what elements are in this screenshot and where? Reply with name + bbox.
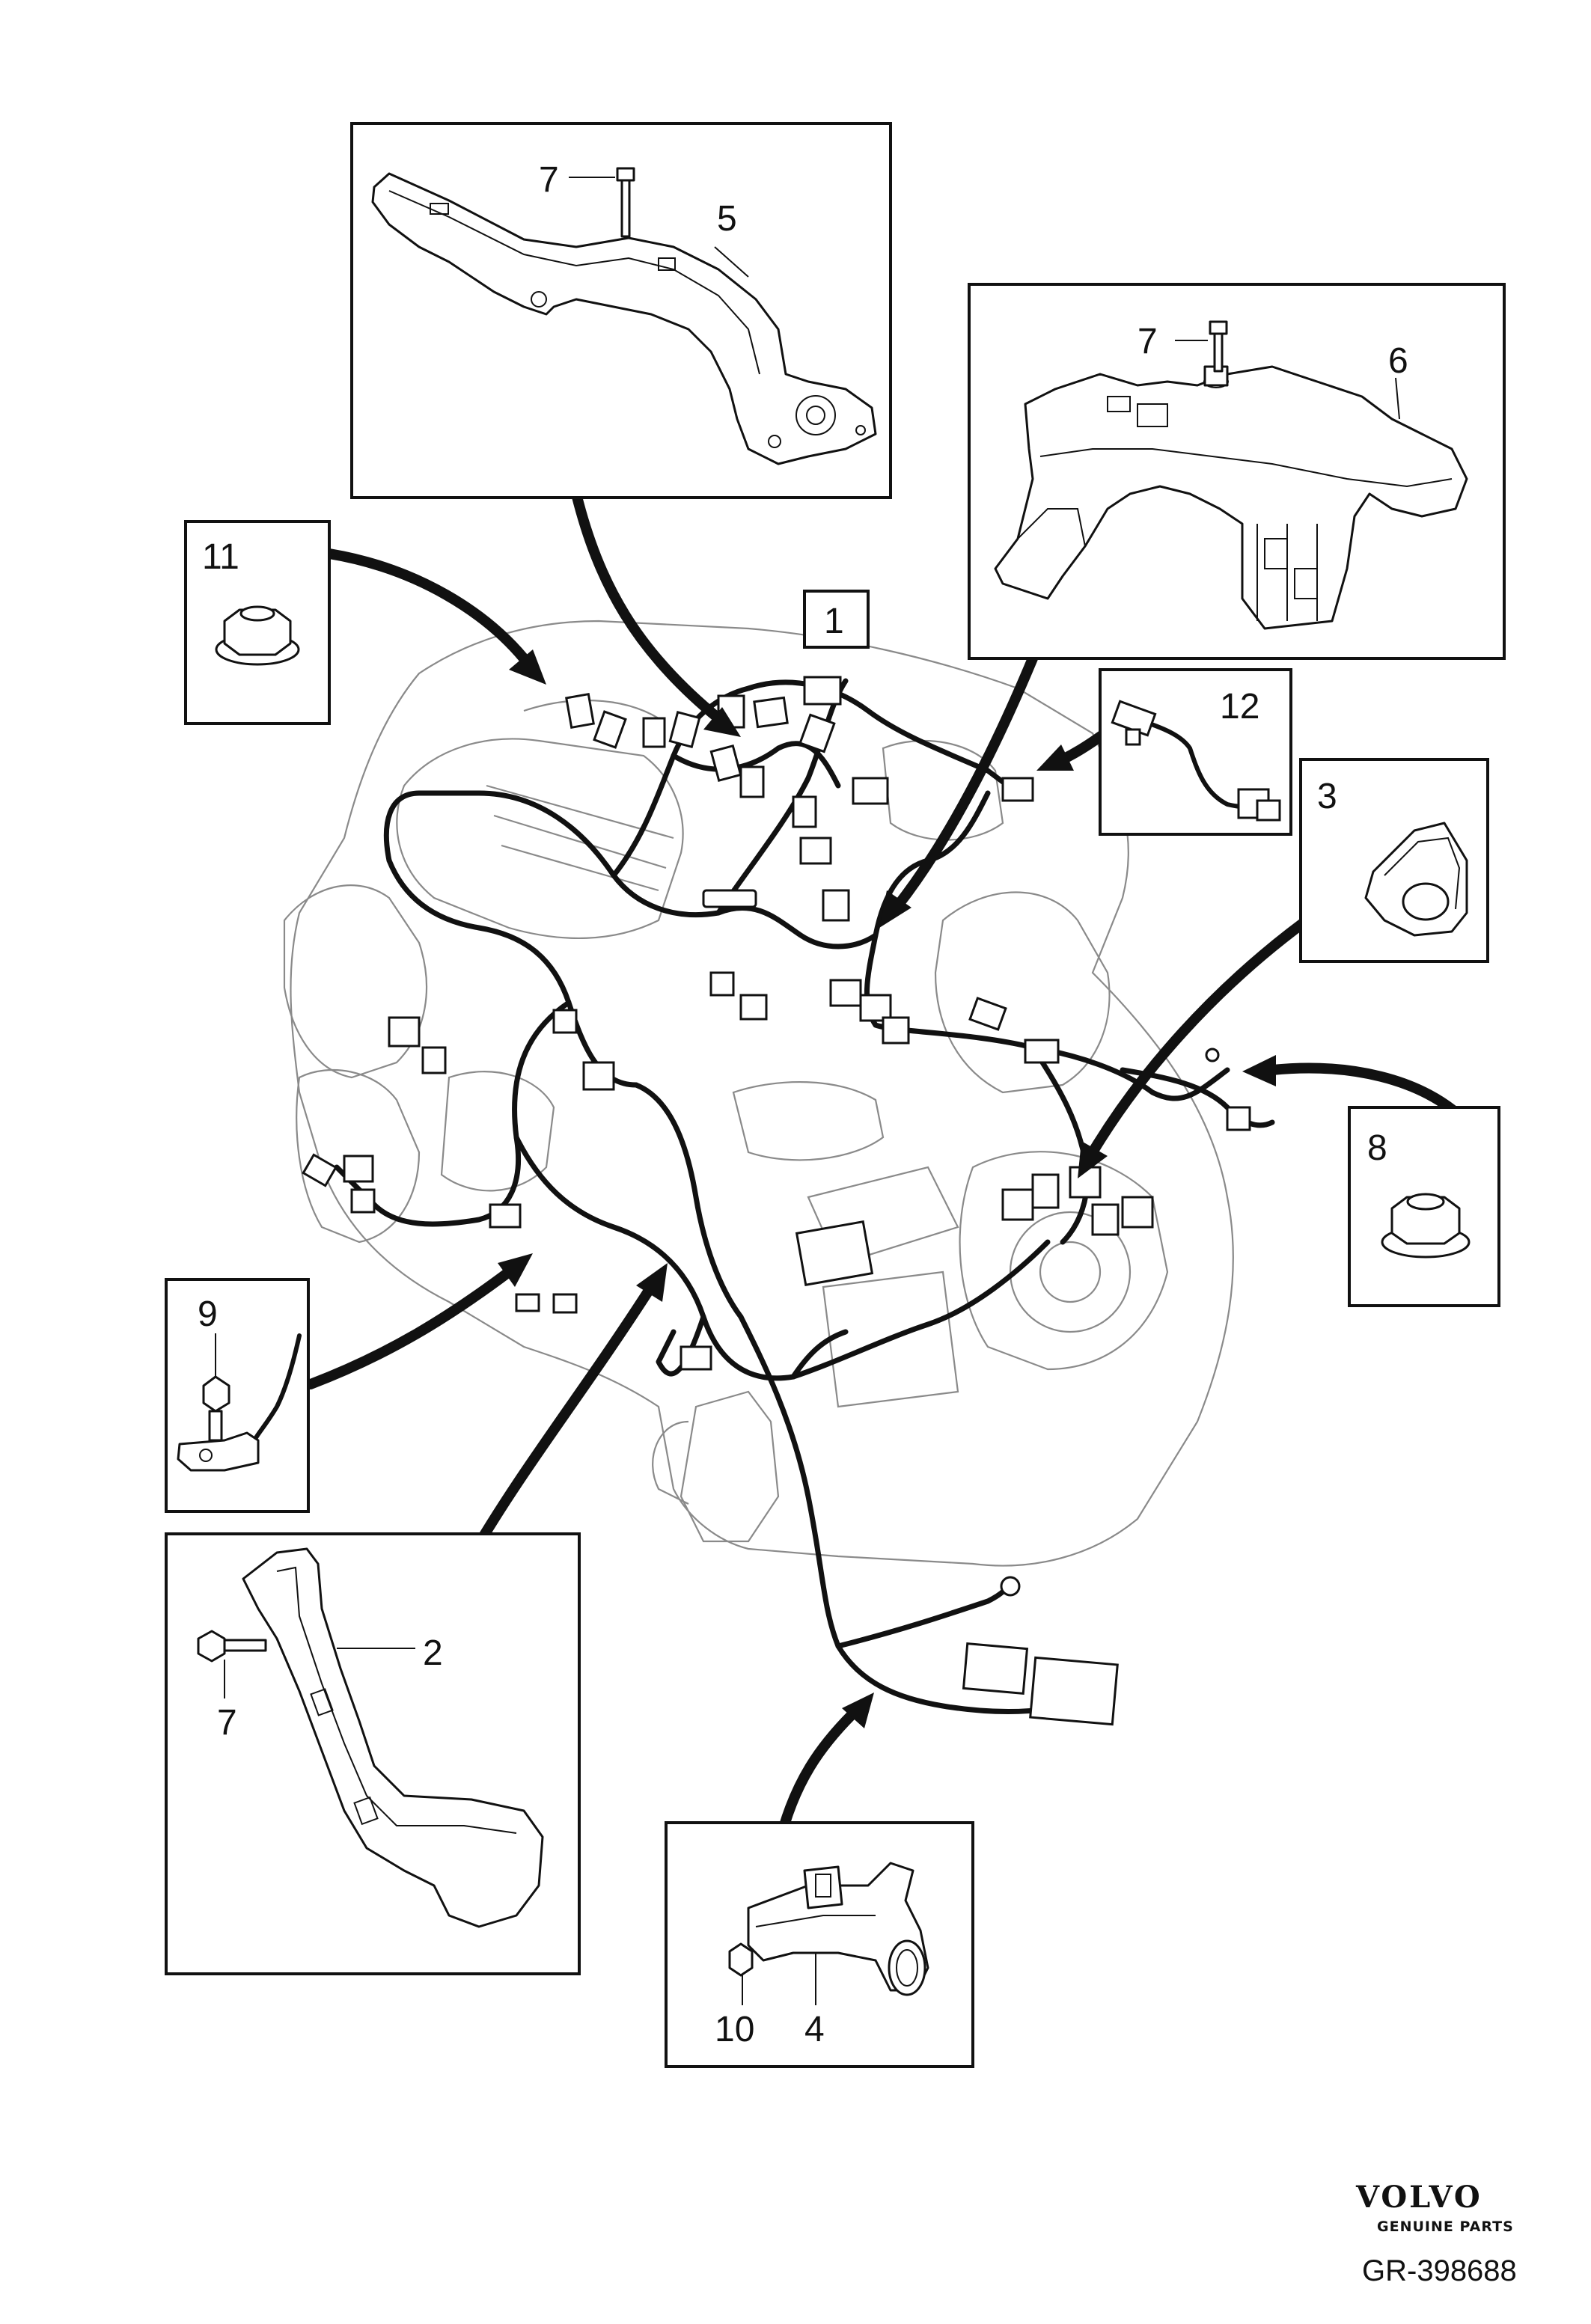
callout-8: 8 bbox=[1367, 1128, 1387, 1168]
volvo-logo: VOLVO bbox=[1355, 2180, 1482, 2215]
callout-10: 10 bbox=[715, 2010, 754, 2049]
part-box-3: 3 bbox=[1299, 758, 1489, 963]
nut-icon bbox=[215, 605, 300, 666]
part-box-8: 8 bbox=[1348, 1106, 1500, 1307]
part-box-6: 7 6 bbox=[968, 283, 1506, 660]
callout-11: 11 bbox=[202, 537, 239, 577]
nut-icon bbox=[1381, 1193, 1471, 1259]
callout-12: 12 bbox=[1220, 687, 1259, 727]
bolt-icon bbox=[616, 167, 635, 238]
callout-5: 5 bbox=[717, 199, 737, 239]
air-pipe-icon bbox=[728, 1862, 929, 1996]
callout-9: 9 bbox=[198, 1294, 218, 1334]
diagram-reference: GR-398688 bbox=[1362, 2254, 1517, 2287]
genuine-parts-text: GENUINE PARTS bbox=[1377, 2218, 1514, 2235]
callout-7: 7 bbox=[1137, 322, 1158, 361]
callout-7: 7 bbox=[217, 1703, 237, 1743]
bolt-icon bbox=[1209, 320, 1228, 373]
part-box-4: 10 4 bbox=[665, 1821, 974, 2068]
grommet-icon bbox=[1364, 822, 1468, 937]
callout-4: 4 bbox=[804, 2010, 825, 2049]
part-box-11: 11 bbox=[184, 520, 331, 725]
callout-3: 3 bbox=[1317, 777, 1337, 816]
volvo-brand: VOLVO GENUINE PARTS GR-398688 bbox=[1355, 2180, 1517, 2287]
ground-strap-icon bbox=[177, 1333, 302, 1472]
callout-7: 7 bbox=[539, 160, 559, 200]
callout-6: 6 bbox=[1388, 341, 1408, 381]
callout-1: 1 bbox=[824, 602, 844, 641]
part-box-12: 12 bbox=[1099, 668, 1292, 836]
bolt-icon bbox=[197, 1630, 267, 1663]
part-box-5: 7 5 bbox=[350, 122, 892, 499]
part-box-2: 7 2 bbox=[165, 1532, 581, 1975]
part-box-9: 9 bbox=[165, 1278, 310, 1513]
part-1-label: 1 bbox=[803, 590, 870, 649]
harness-connectors bbox=[302, 676, 1251, 1726]
callout-2: 2 bbox=[423, 1633, 443, 1673]
